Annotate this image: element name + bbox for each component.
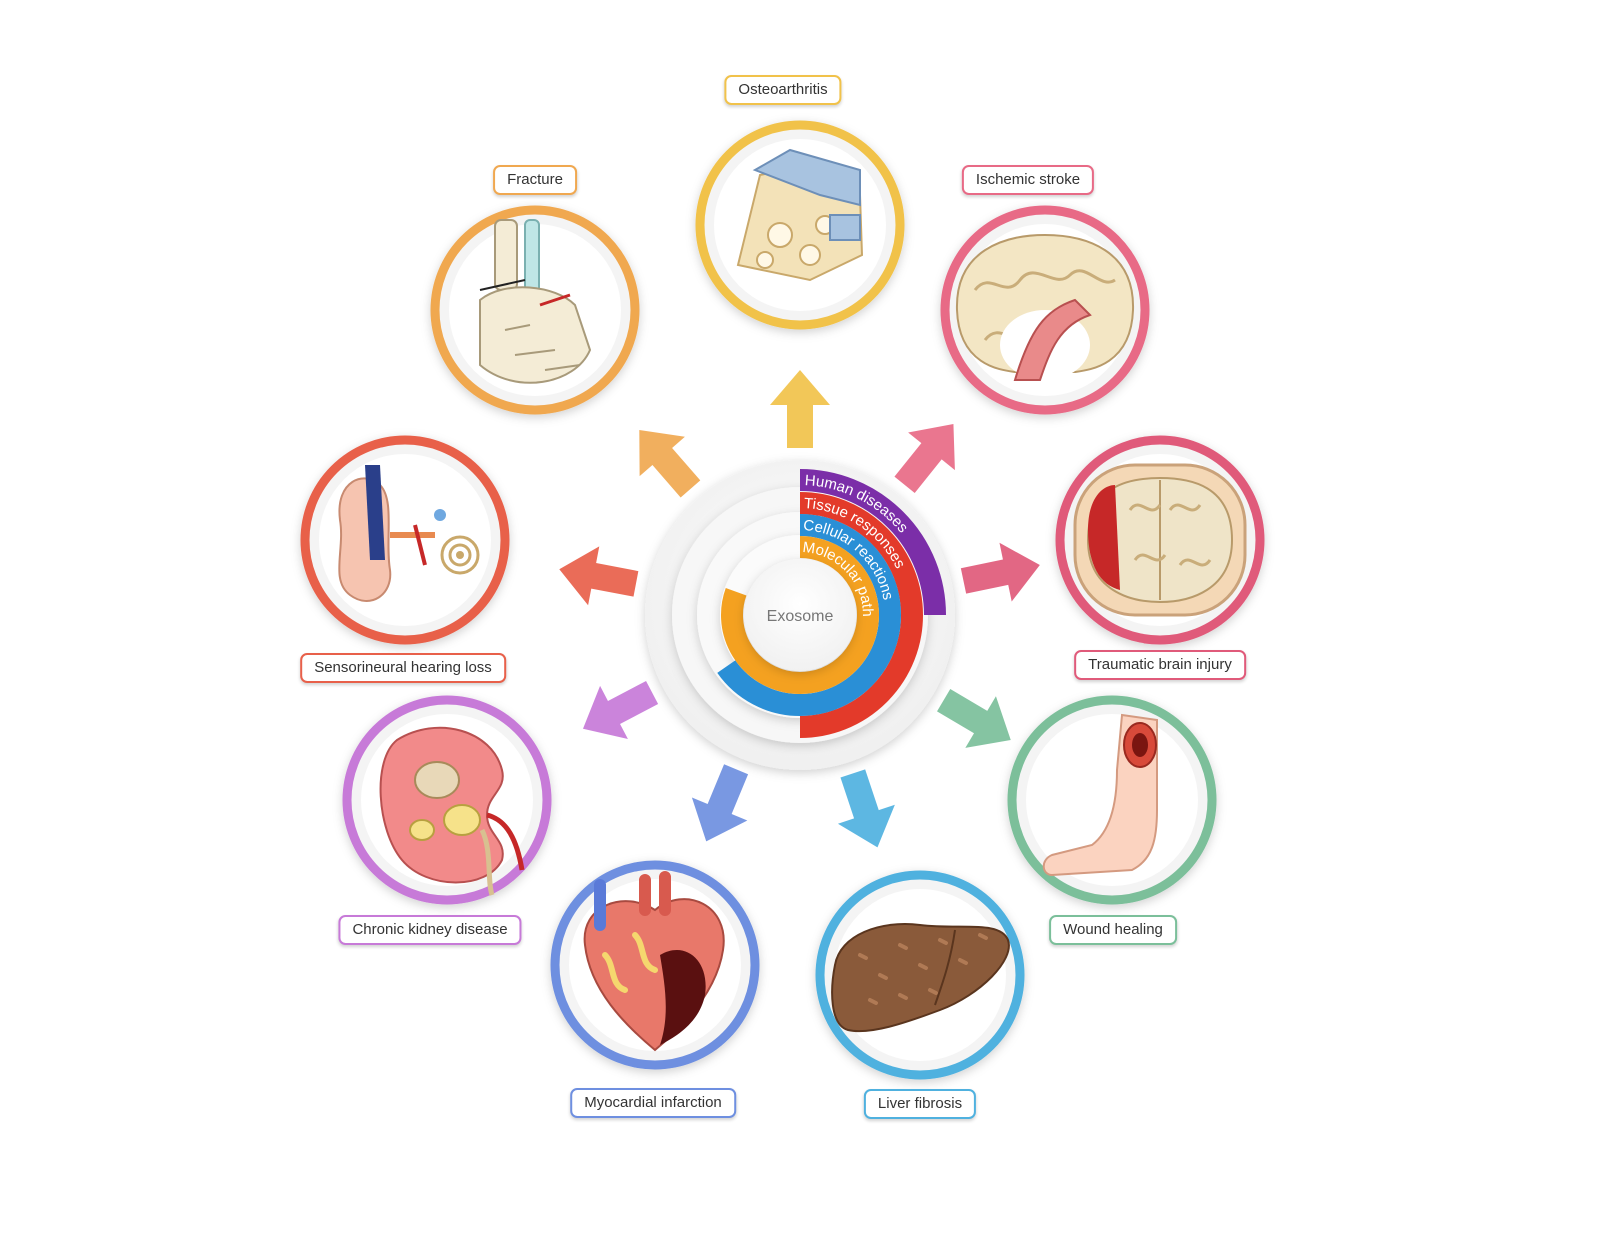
disease-label-8: Fracture: [493, 165, 577, 195]
cartilage-icon: [736, 148, 864, 282]
ring-arc-3: [721, 536, 879, 694]
ring-arc-1: [799, 492, 923, 738]
kidney-icon: [379, 726, 525, 896]
arrow-5: [691, 764, 749, 842]
center-label: Exosome: [767, 608, 834, 625]
disease-label-2: Traumatic brain injury: [1074, 650, 1246, 680]
arrow-8: [639, 430, 701, 498]
arrow-7: [559, 546, 639, 606]
disease-label-7: Sensorineural hearing loss: [300, 653, 506, 683]
disease-node-7: [300, 435, 510, 645]
ear-icon: [338, 465, 480, 602]
heart-icon: [583, 871, 725, 1052]
foot-wound-icon: [1042, 713, 1158, 877]
bone-fracture-icon: [479, 219, 592, 384]
disease-label-6: Chronic kidney disease: [338, 915, 522, 945]
brain-stroke-icon: [955, 233, 1135, 381]
disease-label-4: Liver fibrosis: [863, 1089, 977, 1119]
brain-injury-icon: [1073, 463, 1247, 617]
ring-arc-0: [799, 469, 946, 616]
ring-arc-2: [717, 514, 901, 716]
liver-icon: [831, 923, 1010, 1033]
arrow-2: [960, 542, 1040, 602]
arrow-4: [837, 769, 895, 848]
arrow-6: [582, 681, 659, 740]
disease-label-1: Ischemic stroke: [961, 165, 1095, 195]
disease-label-5: Myocardial infarction: [570, 1088, 736, 1118]
arrow-0: [770, 370, 830, 448]
arrow-3: [937, 688, 1011, 748]
disease-label-0: Osteoarthritis: [724, 75, 842, 105]
disease-label-3: Wound healing: [1049, 915, 1177, 945]
hub-core: [744, 559, 856, 671]
arrow-1: [894, 423, 955, 493]
